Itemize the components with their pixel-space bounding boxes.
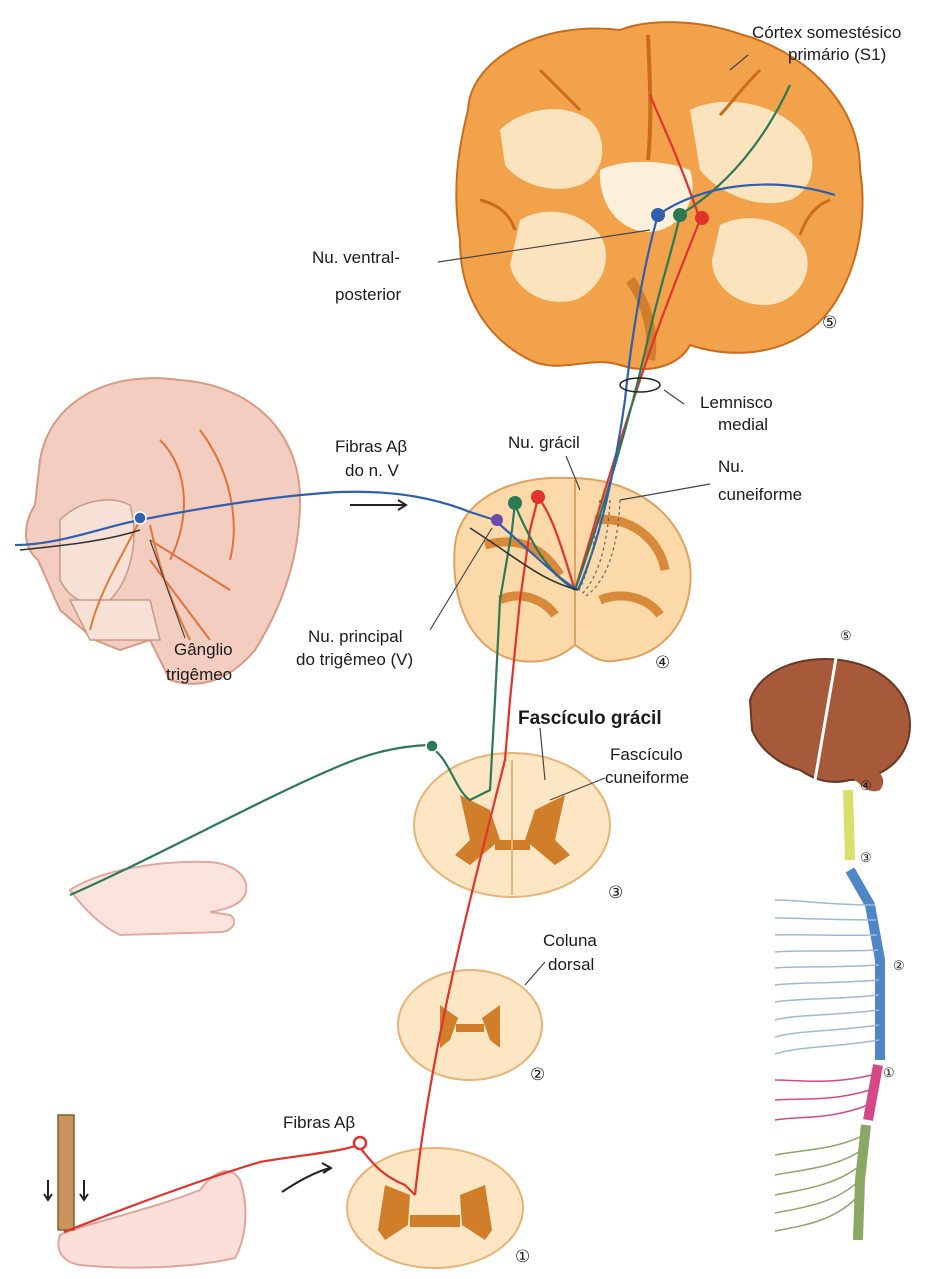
level-2-label: ② (530, 1065, 545, 1084)
brain-coronal-section (456, 22, 862, 369)
vibrating-probe (44, 1115, 88, 1230)
overview-level-2-label: ② (893, 958, 905, 973)
level-1-label: ① (515, 1247, 530, 1266)
label-vpn-line1: Nu. ventral- (312, 248, 400, 267)
label-fasc-cune-line2: cuneiforme (605, 768, 689, 787)
overview-brain (750, 635, 910, 791)
vpl-neuron-green (673, 208, 687, 222)
label-lemnisco-line2: medial (718, 415, 768, 434)
label-fasc-cune-line1: Fascículo (610, 745, 683, 764)
gracile-nucleus-neuron (531, 490, 545, 504)
foot-illustration (58, 1171, 245, 1267)
label-cuneate-line1: Nu. (718, 457, 744, 476)
trigeminal-ganglion-neuron (134, 512, 146, 524)
flow-arrows (282, 500, 406, 1192)
dorsal-root-ganglion-neuron-arm (426, 740, 438, 752)
label-ganglion-line1: Gânglio (174, 640, 233, 659)
principal-trigeminal-neuron (491, 514, 503, 526)
label-gracil-nucleus: Nu. grácil (508, 433, 580, 452)
label-lemnisco-line1: Lemnisco (700, 393, 773, 412)
level-3-label: ③ (608, 883, 623, 902)
spinal-section-cervical (414, 753, 610, 897)
spinal-section-thoracic (398, 970, 542, 1080)
label-principal-line1: Nu. principal (308, 627, 403, 646)
label-ganglion-line2: trigêmeo (166, 665, 232, 684)
label-dorsal-line1: Coluna (543, 931, 597, 950)
hand-illustration (70, 862, 246, 935)
head-skull-illustration (26, 378, 300, 684)
label-fibers-v-line2: do n. V (345, 461, 400, 480)
medulla-section (454, 478, 690, 662)
label-cortex-line1: Córtex somestésico (752, 23, 901, 42)
overview-level-5-label: ⑤ (840, 628, 852, 643)
label-fibers-foot: Fibras Aβ (283, 1113, 355, 1132)
overview-level-4-label: ④ (860, 778, 872, 793)
cuneate-nucleus-neuron (508, 496, 522, 510)
label-dorsal-line2: dorsal (548, 955, 594, 974)
label-cuneate-line2: cuneiforme (718, 485, 802, 504)
label-principal-line2: do trigêmeo (V) (296, 650, 413, 669)
label-fibers-v-line1: Fibras Aβ (335, 437, 407, 456)
overview-level-1-label: ① (883, 1065, 895, 1080)
level-5-label: ⑤ (822, 313, 837, 332)
label-vpn-line2: posterior (335, 285, 401, 304)
level-4-label: ④ (655, 653, 670, 672)
dorsal-root-ganglion-neuron-leg (354, 1137, 366, 1149)
spinal-section-lumbar (347, 1148, 523, 1268)
label-cortex-line2: primário (S1) (788, 45, 886, 64)
overview-level-3-label: ③ (860, 850, 872, 865)
vpl-neuron-red (695, 211, 709, 225)
vpm-neuron-blue (651, 208, 665, 222)
label-fasc-gracil: Fascículo grácil (518, 708, 662, 729)
